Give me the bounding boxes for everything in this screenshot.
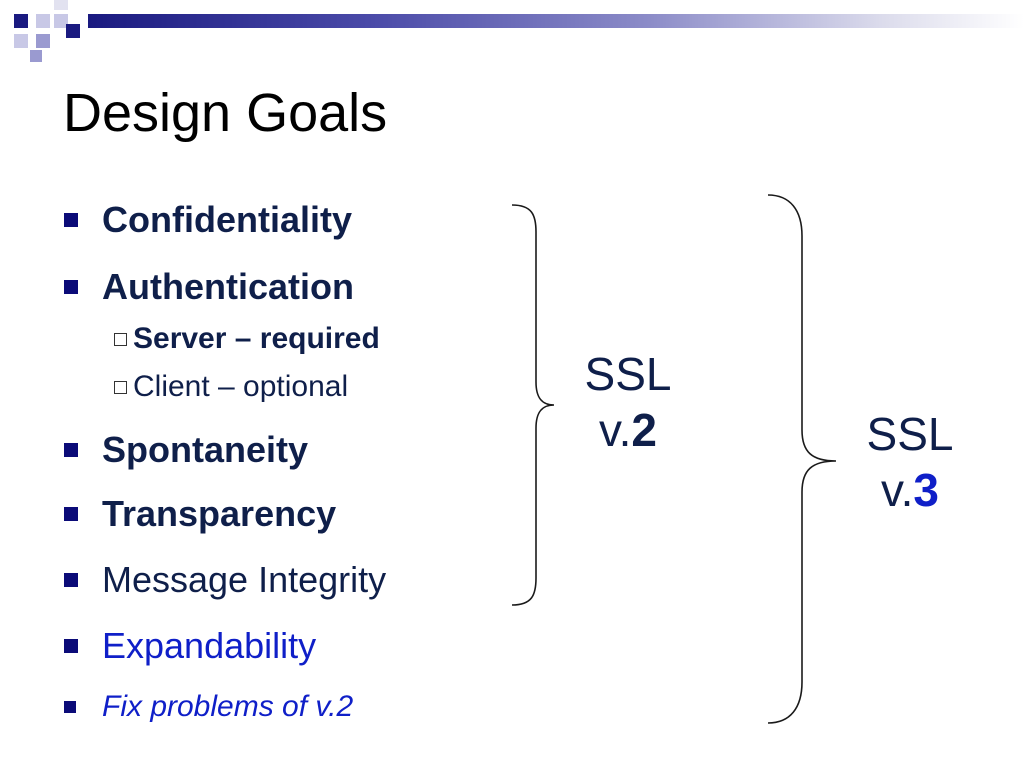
square-bullet-icon	[64, 443, 78, 457]
bullet-text: Transparency	[102, 493, 337, 534]
square-bullet-icon	[64, 573, 78, 587]
hollow-square-bullet-icon	[114, 380, 127, 394]
brace-ssl-v3	[767, 194, 837, 724]
ssl-v3-prefix: v.	[881, 464, 914, 516]
ssl-v2-line2: v.2	[558, 402, 698, 458]
ssl-v3-line2: v.3	[840, 462, 980, 518]
header-square	[54, 14, 68, 28]
bullet-item-confidentiality: Confidentiality	[62, 197, 352, 243]
bullet-item-transparency: Transparency	[62, 491, 336, 537]
ssl-v3-version: 3	[913, 464, 939, 516]
hollow-square-bullet-icon	[114, 332, 127, 346]
sub-bullet-client: Client – optional	[114, 369, 348, 405]
header-square	[66, 24, 80, 38]
bullet-text: Confidentiality	[102, 199, 352, 240]
bullet-text: Spontaneity	[102, 429, 309, 470]
ssl-v2-label: SSL v.2	[558, 346, 698, 458]
ssl-v3-label: SSL v.3	[840, 406, 980, 518]
square-bullet-icon	[64, 639, 78, 653]
brace-ssl-v2	[511, 204, 555, 606]
header-square	[14, 14, 28, 28]
header-square	[36, 34, 50, 48]
square-bullet-icon	[64, 213, 78, 227]
bullet-item-authentication: Authentication	[62, 264, 354, 310]
sub-bullet-text: Server – required	[133, 322, 380, 355]
ssl-v2-version: 2	[631, 404, 657, 456]
bullet-text: Authentication	[102, 266, 354, 307]
header-square	[54, 0, 68, 10]
slide-title: Design Goals	[63, 83, 388, 143]
header-square	[36, 14, 50, 28]
square-bullet-icon	[64, 507, 78, 521]
ssl-v3-line1: SSL	[866, 408, 954, 460]
bullet-text: Fix problems of v.2	[102, 690, 354, 723]
header-square	[14, 34, 28, 48]
square-bullet-icon	[64, 701, 76, 713]
bullet-text: Expandability	[102, 625, 317, 666]
sub-bullet-text: Client – optional	[133, 370, 349, 403]
ssl-v2-line1: SSL	[584, 348, 672, 400]
bullet-item-fix-problems: Fix problems of v.2	[62, 684, 353, 730]
bullet-item-expandability: Expandability	[62, 623, 316, 669]
bullet-item-message-integrity: Message Integrity	[62, 557, 386, 603]
bullet-item-spontaneity: Spontaneity	[62, 427, 308, 473]
bullet-text: Message Integrity	[102, 559, 387, 600]
sub-bullet-server: Server – required	[114, 321, 380, 357]
square-bullet-icon	[64, 280, 78, 294]
header-square	[30, 50, 42, 62]
header-gradient-bar	[88, 14, 1024, 28]
bullet-list: Confidentiality Authentication Server – …	[62, 0, 502, 768]
ssl-v2-prefix: v.	[599, 404, 632, 456]
